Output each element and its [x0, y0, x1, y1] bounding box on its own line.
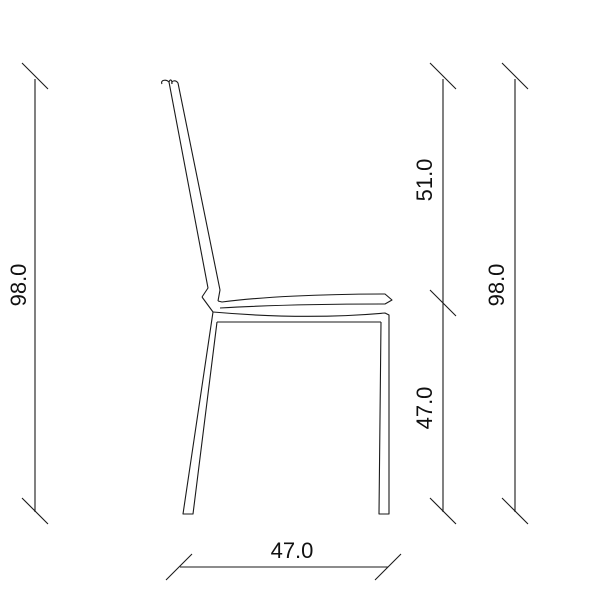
- dimension-label-total-height-left: 98.0: [6, 264, 31, 307]
- dimension-tick-top: [501, 62, 529, 90]
- chair-outline: [161, 79, 393, 515]
- backrest-outer: [161, 79, 209, 298]
- dimension-total-height-left: 98.0: [6, 62, 49, 525]
- dimension-tick-bottom: [429, 497, 457, 525]
- dimension-depth: 47.0: [165, 538, 402, 581]
- dimension-tick-top: [429, 62, 457, 90]
- dimension-label-backrest-height: 51.0: [412, 159, 437, 202]
- backrest-inner: [171, 80, 221, 302]
- dimension-label-seat-height: 47.0: [412, 387, 437, 430]
- dimension-chain-backrest-seat: 51.0 47.0: [412, 62, 457, 525]
- dimension-tick-middle: [429, 289, 457, 317]
- backrest-top: [168, 79, 173, 85]
- dimension-tick-bottom: [501, 497, 529, 525]
- dimension-label-total-height-right: 98.0: [484, 264, 509, 307]
- front-leg: [378, 321, 390, 515]
- back-leg: [182, 296, 218, 515]
- dimension-tick-left: [165, 553, 193, 581]
- dimension-tick-top: [21, 62, 49, 90]
- seat-top: [217, 293, 393, 309]
- dimension-tick-bottom: [21, 497, 49, 525]
- dimension-total-height-right: 98.0: [484, 62, 529, 525]
- dimension-tick-right: [374, 553, 402, 581]
- seat-frame: [212, 311, 390, 322]
- dimension-label-depth: 47.0: [271, 538, 314, 563]
